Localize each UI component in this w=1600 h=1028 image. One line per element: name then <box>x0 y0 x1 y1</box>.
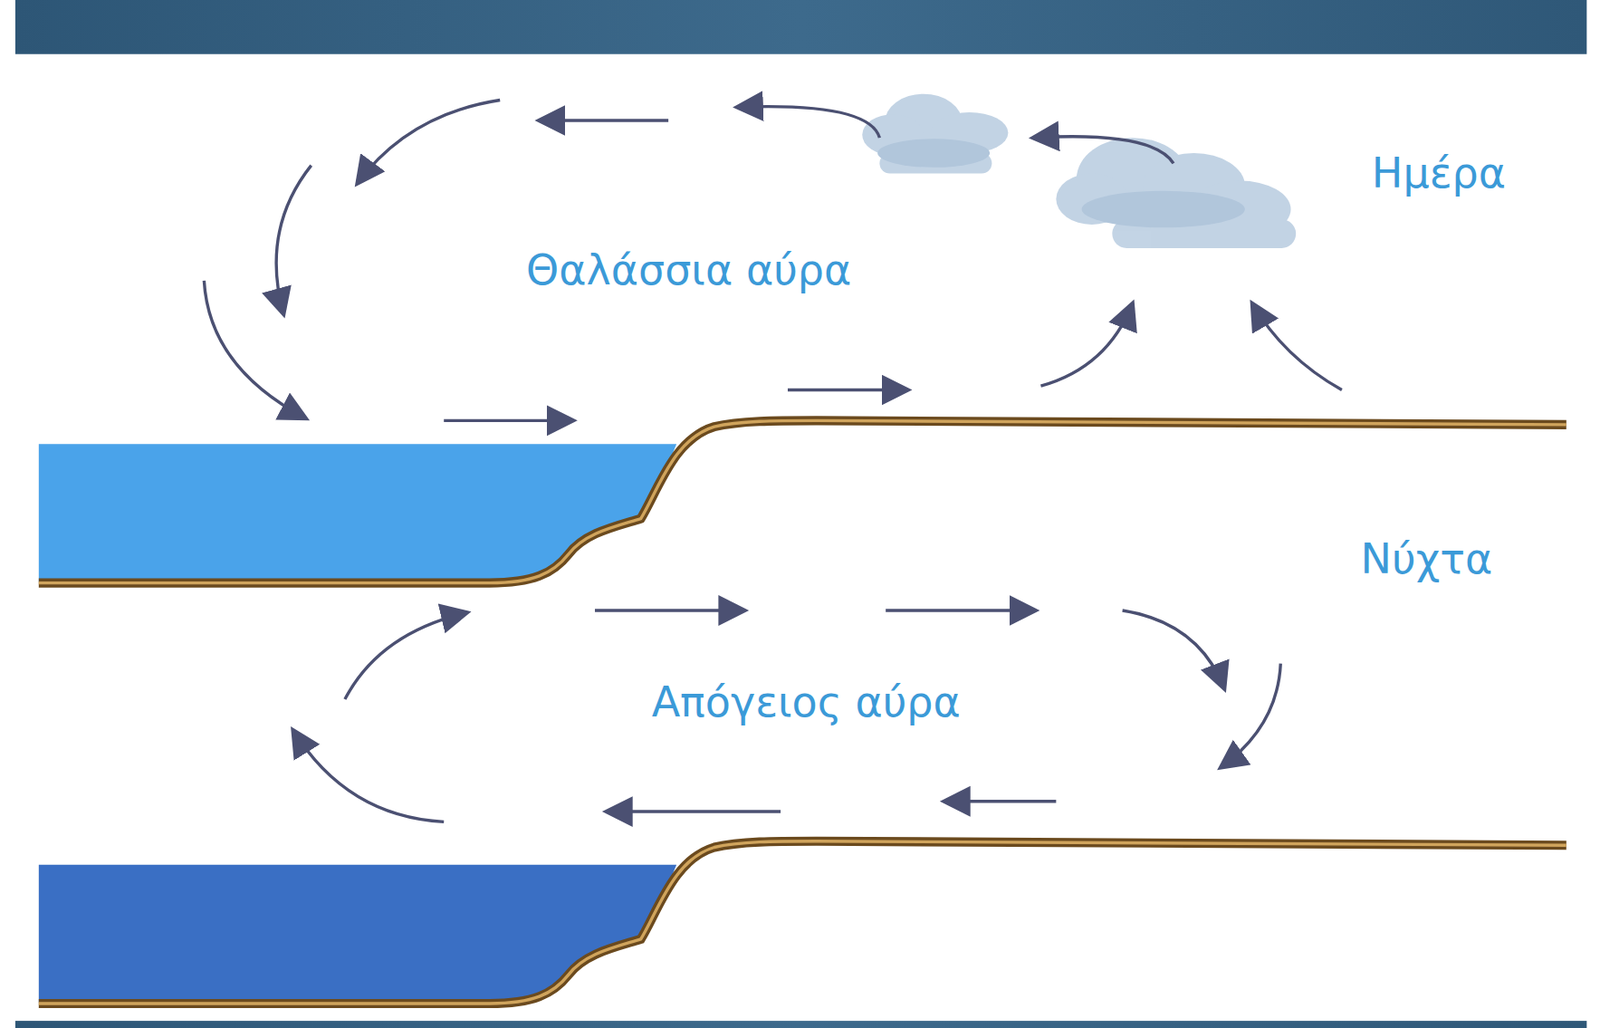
breeze-name-label: Απόγειος αύρα <box>651 679 961 726</box>
night-coast <box>38 841 1567 1004</box>
top-band <box>15 0 1587 55</box>
cloud <box>1055 137 1296 249</box>
breeze-name-label: Θαλάσσια αύρα <box>526 247 852 294</box>
time-of-day-label: Ημέρα <box>1371 150 1506 197</box>
time-of-day-label: Νύχτα <box>1360 536 1494 583</box>
air-flow-arrows <box>203 99 1342 822</box>
cloud <box>862 94 1008 174</box>
bottom-band <box>15 1020 1587 1028</box>
day-coast <box>38 420 1567 583</box>
